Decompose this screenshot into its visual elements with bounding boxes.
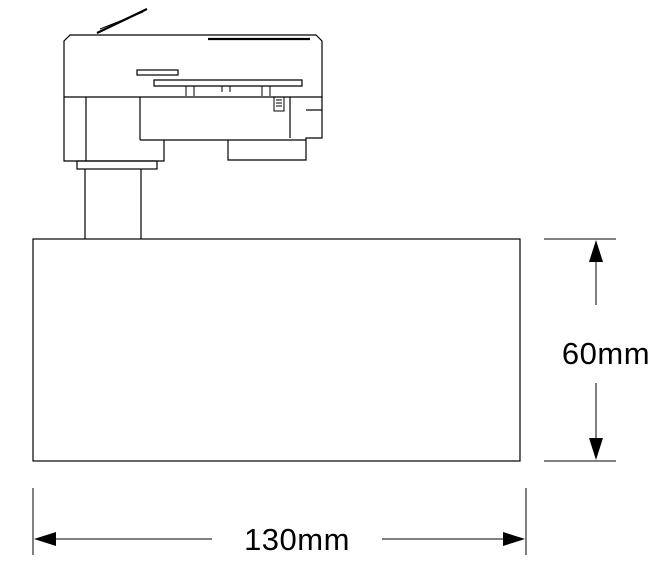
arrow-left-icon	[34, 532, 56, 546]
width-dimension: 130mm	[32, 488, 527, 557]
arrow-right-icon	[503, 532, 525, 546]
height-dimension: 60mm	[544, 238, 650, 462]
adapter-slot	[136, 69, 179, 76]
height-label: 60mm	[562, 336, 650, 371]
adapter-flange	[76, 160, 158, 170]
adapter-contact-wire	[96, 8, 148, 34]
adapter-housing	[63, 34, 323, 98]
arrow-up-icon	[589, 240, 603, 262]
lamp-body	[32, 238, 521, 462]
arrow-down-icon	[589, 438, 603, 460]
mounting-stem	[84, 169, 142, 239]
track-adapter	[63, 8, 323, 170]
width-label: 130mm	[244, 522, 350, 557]
adapter-lever	[273, 96, 285, 112]
